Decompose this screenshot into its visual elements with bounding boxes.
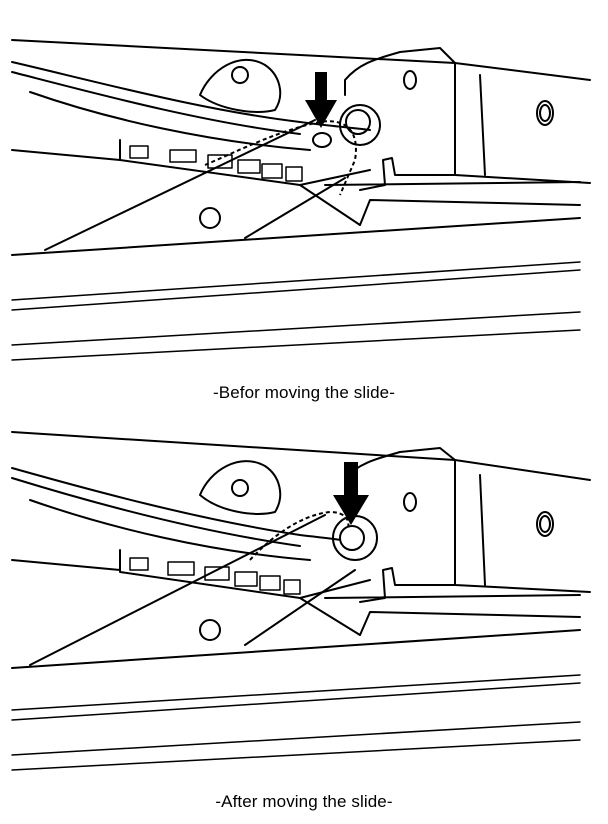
lower-panel-edge	[299, 597, 361, 636]
slot	[169, 149, 197, 163]
pivot-boss	[339, 104, 381, 146]
left-belt-line	[11, 559, 121, 571]
indicator-arrow	[333, 462, 369, 525]
caption-before: -Befor moving the slide-	[213, 383, 395, 402]
right-extension	[454, 62, 591, 184]
pivot-boss-inner	[345, 109, 371, 135]
sill-line	[11, 311, 581, 346]
mount-hole	[231, 479, 249, 497]
bracket-hole	[536, 100, 554, 126]
slot	[129, 557, 149, 571]
slide-pin-before-position	[312, 132, 332, 148]
lower-panel-step	[359, 611, 581, 636]
diagram-after	[0, 420, 608, 790]
lower-hole	[199, 207, 221, 229]
lower-hole	[199, 619, 221, 641]
slide-pin-after-position	[339, 525, 365, 551]
lower-panel-top	[324, 181, 581, 186]
slot	[283, 579, 301, 595]
rail-line-upper	[11, 61, 371, 131]
slide-path-dashed	[249, 510, 350, 561]
right-extension	[454, 459, 591, 593]
top-frame-line	[11, 431, 591, 481]
sill-line	[11, 217, 581, 256]
slot	[167, 561, 195, 576]
sill-line	[11, 739, 581, 771]
slot	[237, 159, 261, 174]
bracket-hole	[536, 511, 554, 537]
rail-body	[119, 139, 371, 186]
bracket-hole-inner	[539, 515, 551, 533]
right-extension-seam	[479, 474, 486, 586]
bracket-hole	[403, 492, 417, 512]
lower-panel-edge	[299, 184, 361, 226]
top-frame-line	[11, 39, 591, 81]
caption-after: -After moving the slide-	[215, 792, 393, 811]
after-illustration	[11, 431, 591, 771]
bracket-hole-inner	[539, 104, 551, 122]
rail-line-middle	[11, 71, 301, 135]
bracket-plate	[344, 47, 456, 191]
rail-line-middle	[11, 477, 301, 547]
indicator-arrow	[305, 72, 337, 128]
slot	[234, 571, 258, 587]
sill-line	[11, 629, 581, 669]
cable-right	[244, 569, 356, 646]
left-belt-line	[11, 149, 121, 161]
slot	[207, 154, 233, 169]
mount-hole	[231, 66, 249, 84]
cable-right	[244, 177, 346, 239]
mount-plate	[199, 460, 282, 515]
slot	[204, 566, 230, 581]
right-extension-seam	[479, 74, 486, 176]
cable-left	[44, 119, 316, 251]
rail-body	[119, 549, 371, 599]
sill-line	[11, 269, 581, 311]
sill-line	[11, 721, 581, 756]
mount-plate	[199, 58, 282, 113]
rail-line-lower	[29, 91, 311, 151]
bracket-plate	[344, 447, 456, 603]
sill-line	[11, 329, 581, 361]
rail-line-upper	[11, 467, 356, 543]
sill-line	[11, 682, 581, 721]
sill-line	[11, 261, 581, 301]
lower-panel-top	[324, 594, 581, 599]
rail-line-lower	[29, 499, 311, 561]
bracket-hole	[403, 70, 417, 90]
diagram-before	[0, 0, 608, 375]
slot	[259, 575, 281, 591]
before-illustration	[11, 39, 591, 361]
slot	[261, 163, 283, 179]
slot	[285, 166, 303, 182]
lower-panel-step	[359, 199, 581, 226]
cable-left	[29, 514, 326, 666]
slot	[129, 145, 149, 159]
sill-line	[11, 674, 581, 711]
